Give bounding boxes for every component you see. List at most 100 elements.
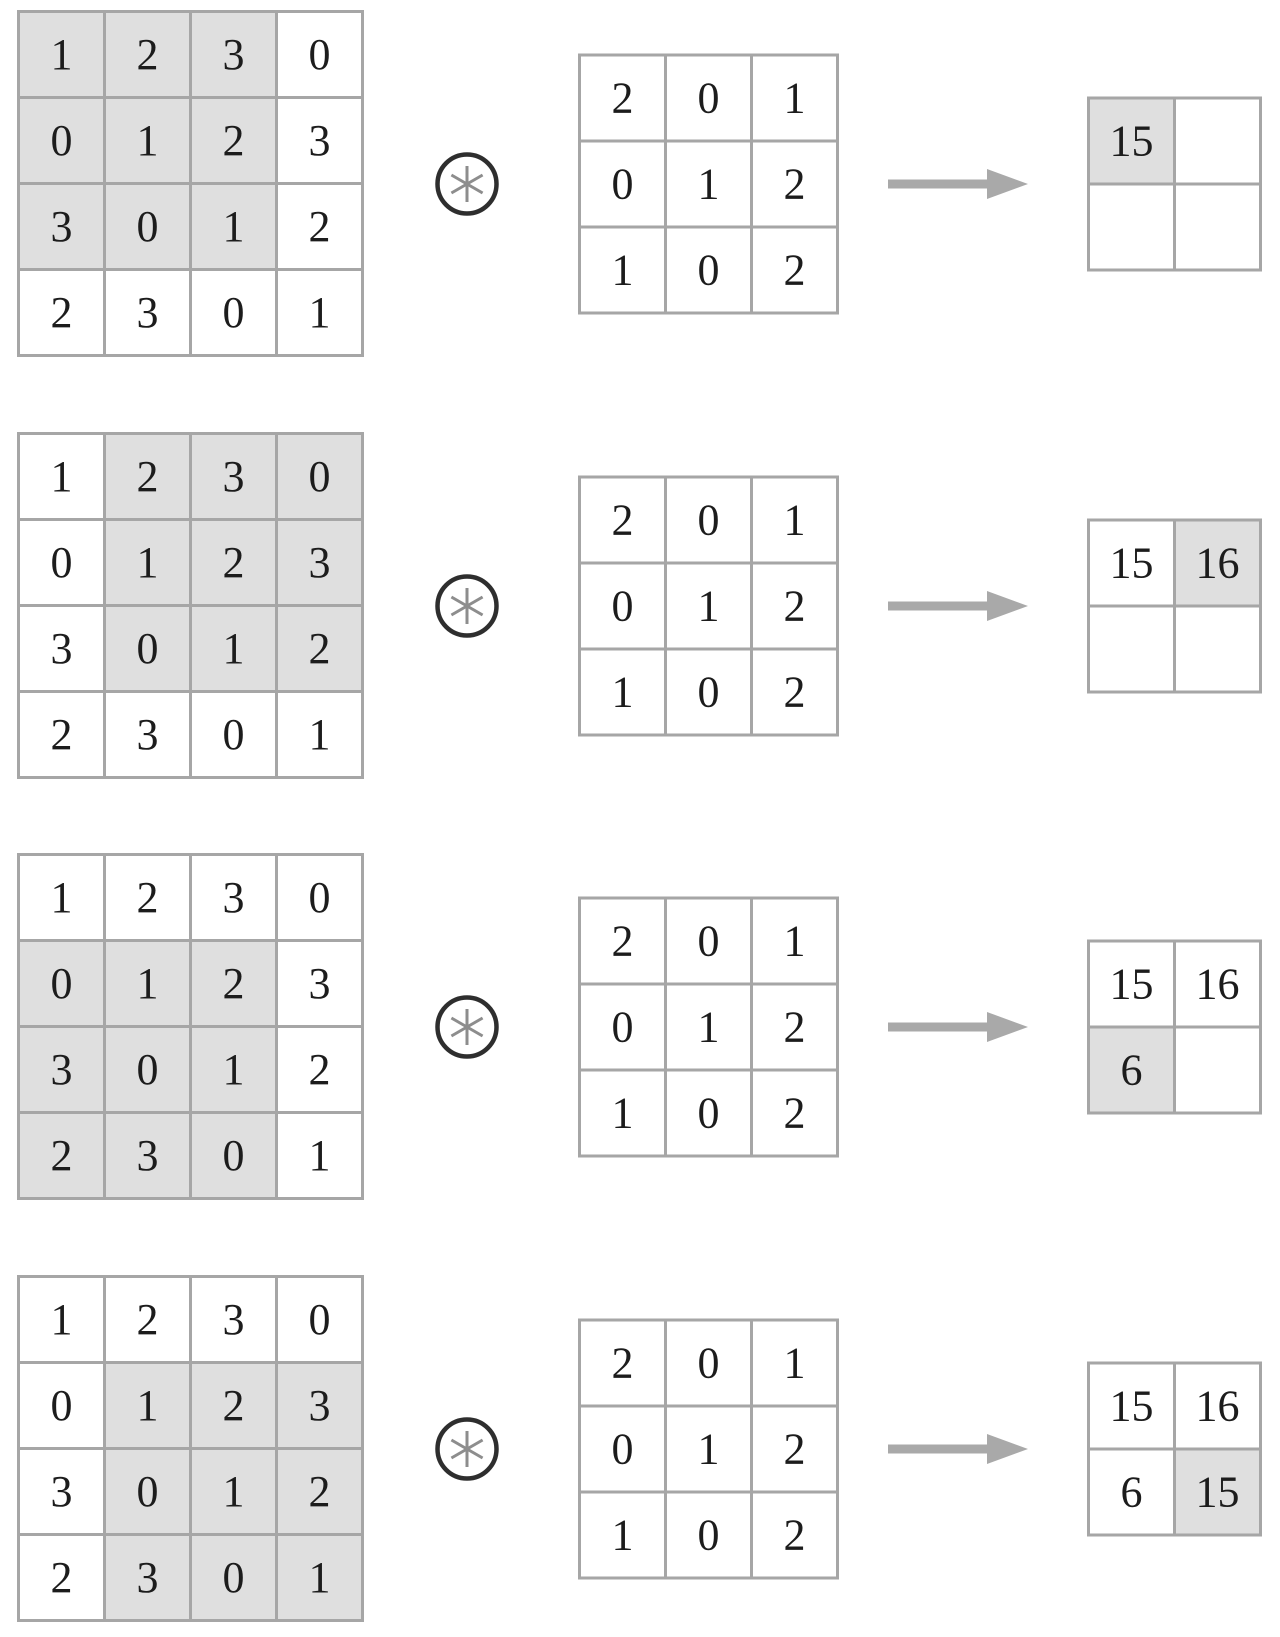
input-cell: 3 — [106, 693, 189, 776]
kernel-cell: 1 — [581, 1493, 664, 1577]
input-cell: 1 — [106, 99, 189, 182]
kernel-cell: 2 — [753, 1493, 836, 1577]
right-arrow-icon — [888, 1431, 1028, 1467]
input-cell: 0 — [192, 271, 275, 354]
kernel-cell: 2 — [753, 228, 836, 312]
kernel-cell: 1 — [753, 56, 836, 140]
kernel-cell: 0 — [667, 1493, 750, 1577]
input-cell: 1 — [20, 435, 103, 518]
output-cell: 6 — [1090, 1450, 1173, 1534]
input-cell: 3 — [278, 99, 361, 182]
kernel-cell: 2 — [753, 142, 836, 226]
input-cell: 1 — [20, 1278, 103, 1361]
input-cell: 1 — [106, 942, 189, 1025]
input-cell: 0 — [20, 1364, 103, 1447]
output-cell: 16 — [1176, 1364, 1259, 1448]
input-cell: 0 — [192, 1114, 275, 1197]
kernel-cell: 2 — [581, 899, 664, 983]
input-cell: 1 — [278, 1114, 361, 1197]
output-cell: 16 — [1176, 521, 1259, 605]
input-cell: 1 — [106, 521, 189, 604]
input-cell: 1 — [278, 1536, 361, 1619]
input-cell: 2 — [20, 1536, 103, 1619]
input-cell: 0 — [106, 1028, 189, 1111]
kernel-cell: 2 — [581, 1321, 664, 1405]
output-cell: 6 — [1090, 1028, 1173, 1112]
input-cell: 0 — [192, 693, 275, 776]
input-cell: 0 — [278, 435, 361, 518]
input-cell: 0 — [106, 607, 189, 690]
kernel-cell: 0 — [667, 650, 750, 734]
input-cell: 0 — [106, 185, 189, 268]
input-cell: 1 — [192, 607, 275, 690]
kernel-cell: 0 — [667, 1071, 750, 1155]
input-cell: 0 — [192, 1536, 275, 1619]
input-cell: 0 — [20, 99, 103, 182]
kernel-cell: 1 — [753, 1321, 836, 1405]
kernel-cell: 0 — [667, 899, 750, 983]
output-cell: 15 — [1090, 942, 1173, 1026]
input-cell: 1 — [106, 1364, 189, 1447]
kernel-cell: 0 — [667, 56, 750, 140]
output-cell — [1090, 185, 1173, 269]
kernel-cell: 1 — [581, 1071, 664, 1155]
kernel-cell: 2 — [753, 1071, 836, 1155]
output-cell — [1176, 185, 1259, 269]
kernel-cell: 0 — [581, 985, 664, 1069]
kernel-cell: 1 — [581, 228, 664, 312]
input-cell: 0 — [278, 1278, 361, 1361]
input-cell: 0 — [20, 521, 103, 604]
input-cell: 2 — [20, 271, 103, 354]
output-cell — [1090, 607, 1173, 691]
kernel-cell: 1 — [667, 142, 750, 226]
input-cell: 3 — [278, 942, 361, 1025]
right-arrow-icon — [888, 588, 1028, 624]
kernel-cell: 0 — [667, 228, 750, 312]
output-cell: 15 — [1090, 99, 1173, 183]
input-cell: 3 — [106, 1536, 189, 1619]
input-cell: 3 — [20, 1028, 103, 1111]
input-cell: 3 — [106, 271, 189, 354]
input-cell: 1 — [192, 1450, 275, 1533]
input-cell: 2 — [106, 856, 189, 939]
kernel-cell: 0 — [667, 1321, 750, 1405]
input-cell: 1 — [20, 13, 103, 96]
output-cell — [1176, 99, 1259, 183]
input-cell: 2 — [106, 1278, 189, 1361]
input-cell: 3 — [192, 1278, 275, 1361]
input-cell: 0 — [278, 13, 361, 96]
kernel-cell: 1 — [753, 899, 836, 983]
kernel-cell: 1 — [581, 650, 664, 734]
input-cell: 2 — [20, 693, 103, 776]
kernel-cell: 2 — [753, 1407, 836, 1491]
input-cell: 2 — [192, 521, 275, 604]
input-cell: 2 — [106, 13, 189, 96]
input-cell: 3 — [20, 607, 103, 690]
input-cell: 1 — [192, 185, 275, 268]
kernel-cell: 1 — [667, 564, 750, 648]
input-cell: 3 — [278, 521, 361, 604]
kernel-cell: 2 — [753, 564, 836, 648]
output-cell — [1176, 607, 1259, 691]
kernel-cell: 0 — [667, 478, 750, 562]
kernel-cell: 2 — [753, 650, 836, 734]
input-cell: 2 — [192, 99, 275, 182]
kernel-cell: 2 — [753, 985, 836, 1069]
input-cell: 3 — [278, 1364, 361, 1447]
input-cell: 2 — [20, 1114, 103, 1197]
input-cell: 2 — [106, 435, 189, 518]
kernel-cell: 1 — [667, 985, 750, 1069]
output-cell: 15 — [1176, 1450, 1259, 1534]
input-cell: 0 — [20, 942, 103, 1025]
